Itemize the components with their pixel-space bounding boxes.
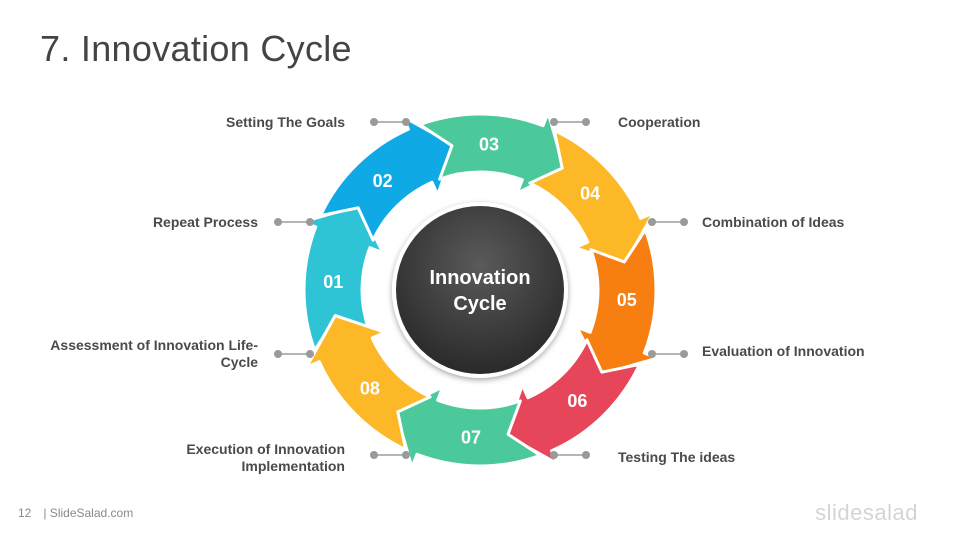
connector-05 <box>550 451 590 459</box>
connector-04 <box>648 350 688 358</box>
step-label-02: Cooperation <box>618 114 701 130</box>
footer: 12 | SlideSalad.com <box>18 506 139 520</box>
step-label-06: Execution of Innovation Implementation <box>186 441 345 474</box>
cycle-step-number-02: 02 <box>373 171 393 191</box>
cycle-arrow-08 <box>304 314 432 452</box>
connector-03 <box>648 218 688 226</box>
brand-logo: slidesalad <box>815 500 918 525</box>
cycle-step-number-08: 08 <box>360 378 380 398</box>
cycle-step-number-03: 03 <box>479 134 499 154</box>
center-circle: Innovation Cycle <box>392 202 568 378</box>
connector-06 <box>370 451 410 459</box>
cycle-step-number-07: 07 <box>461 428 481 448</box>
slide-title: 7. Innovation Cycle <box>40 28 352 69</box>
footer-text: | SlideSalad.com <box>43 506 134 520</box>
connector-07 <box>274 350 314 358</box>
center-title-line1: Innovation <box>429 267 530 289</box>
cycle-step-number-04: 04 <box>580 184 600 204</box>
step-label-05: Testing The ideas <box>618 449 736 465</box>
step-label-08: Repeat Process <box>152 214 258 230</box>
center-title-line2: Cycle <box>453 293 506 315</box>
step-label-07: Assessment of Innovation Life- Cycle <box>50 337 258 370</box>
step-label-04: Evaluation of Innovation <box>702 343 865 359</box>
connector-01 <box>370 118 410 126</box>
page-number: 12 <box>18 506 32 520</box>
step-label-03: Combination of Ideas <box>702 214 845 230</box>
cycle-step-number-06: 06 <box>567 391 587 411</box>
cycle-step-number-01: 01 <box>323 272 343 292</box>
step-label-01: Setting The Goals <box>225 114 345 130</box>
cycle-step-number-05: 05 <box>617 290 637 310</box>
connector-08 <box>274 218 314 226</box>
connector-02 <box>550 118 590 126</box>
